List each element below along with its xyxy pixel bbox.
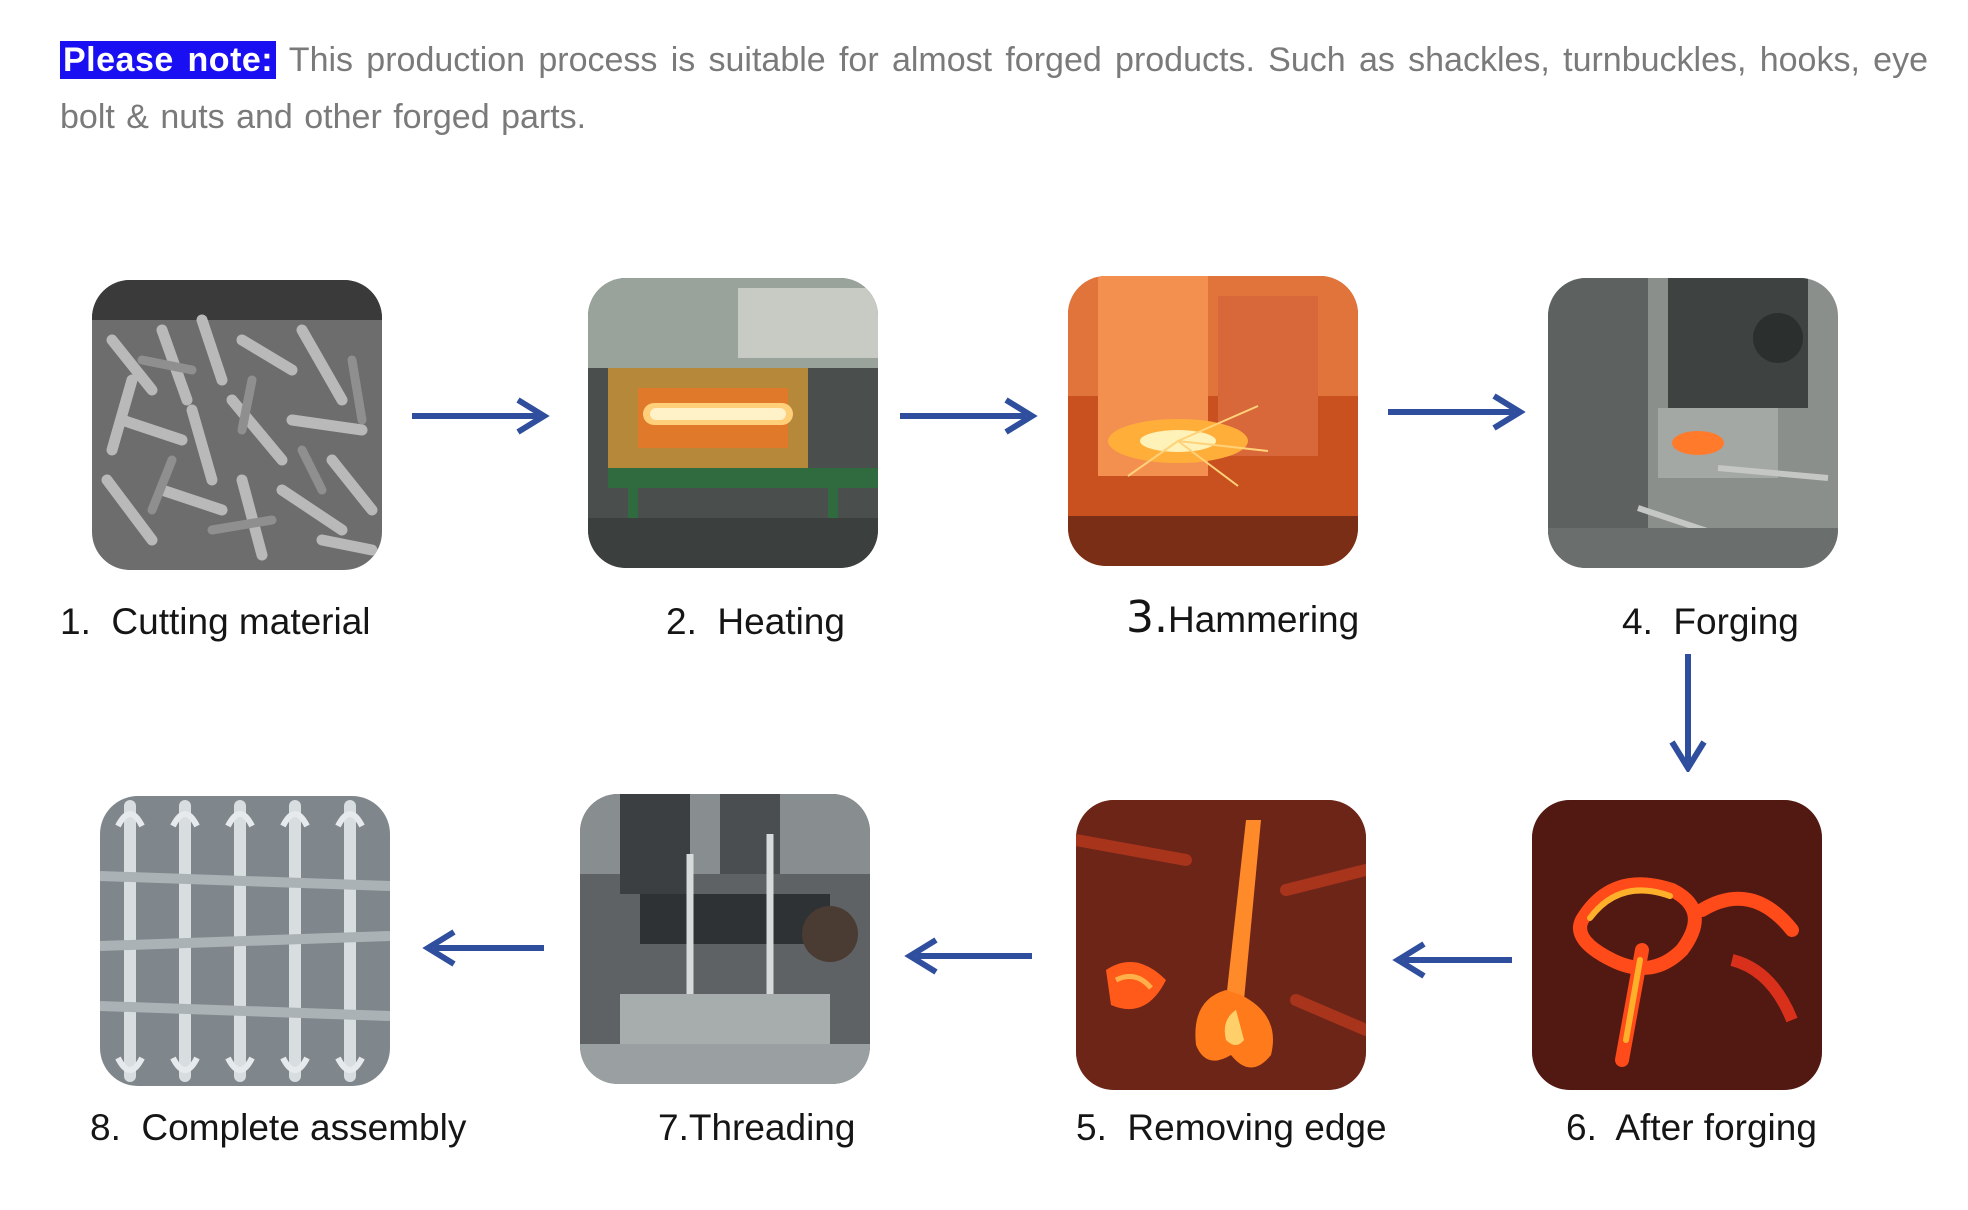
- arrow-down-icon: [1668, 652, 1708, 772]
- arrow-right-icon: [410, 396, 550, 436]
- after-forging-photo: [1532, 800, 1822, 1090]
- forging-photo: [1548, 278, 1838, 568]
- threading-photo: [580, 794, 870, 1084]
- removing-edge-photo: [1076, 800, 1366, 1090]
- step-label-forging: 4. Forging: [1622, 600, 1799, 644]
- step-text-hammering: Hammering: [1168, 599, 1359, 640]
- complete-assembly-photo: [100, 796, 390, 1086]
- arrow-left-icon: [1392, 940, 1514, 980]
- step-number-3: 3.: [1126, 592, 1168, 643]
- step-label-after-forging: 6. After forging: [1566, 1106, 1817, 1150]
- arrow-right-icon: [898, 396, 1038, 436]
- step-label-cutting-material: 1. Cutting material: [60, 600, 371, 644]
- arrow-left-icon: [904, 936, 1034, 976]
- production-note: Please note: This production process is …: [60, 32, 1928, 146]
- step-label-threading: 7.Threading: [658, 1106, 855, 1150]
- note-label: Please note:: [60, 41, 276, 79]
- step-label-removing-edge: 5. Removing edge: [1076, 1106, 1387, 1150]
- arrow-right-icon: [1386, 392, 1526, 432]
- note-text: This production process is suitable for …: [60, 41, 1928, 136]
- cutting-material-photo: [92, 280, 382, 570]
- step-label-complete-assembly: 8. Complete assembly: [90, 1106, 466, 1150]
- step-label-hammering: 3.Hammering: [1126, 596, 1359, 642]
- heating-photo: [588, 278, 878, 568]
- arrow-left-icon: [422, 928, 546, 968]
- hammering-photo: [1068, 276, 1358, 566]
- step-label-heating: 2. Heating: [666, 600, 845, 644]
